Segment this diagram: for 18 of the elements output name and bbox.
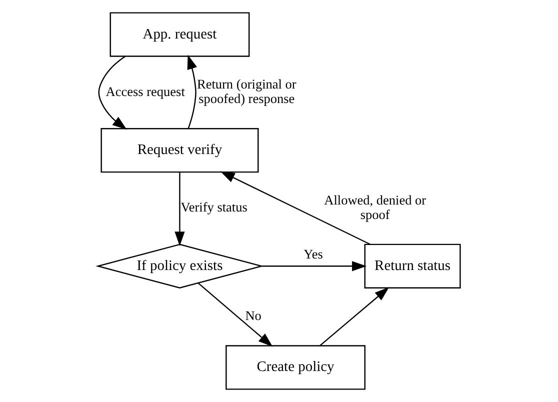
node-box: Create policy <box>226 345 366 390</box>
node-box: Return status <box>364 244 461 288</box>
arrow <box>187 54 197 129</box>
edge-label: Allowed, denied or spoof <box>324 192 426 222</box>
edge-label: Verify status <box>180 200 248 215</box>
node-box: Request verify <box>100 128 259 173</box>
edge-label: Return (original or spoofed) response <box>196 76 296 106</box>
node-diamond: If policy exists <box>96 244 264 288</box>
arrow <box>174 172 185 246</box>
edge-label: Access request <box>106 84 185 99</box>
edge-label: No <box>245 308 262 324</box>
node-box: App. request <box>110 12 250 57</box>
arrow <box>98 56 127 130</box>
arrow <box>198 282 273 347</box>
arrow <box>220 171 371 245</box>
arrow <box>320 287 390 346</box>
arrow <box>262 261 367 272</box>
edge-label: Yes <box>304 246 323 262</box>
